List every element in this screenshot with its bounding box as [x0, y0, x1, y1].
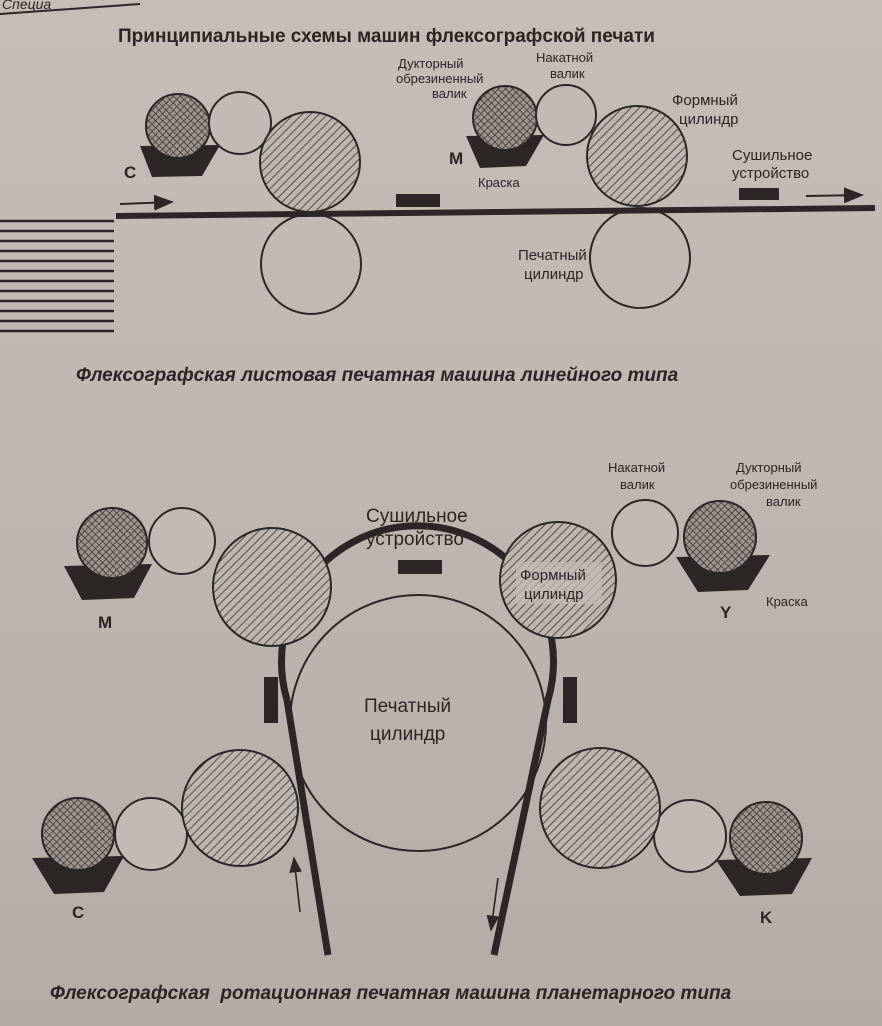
- plate-label-line2: цилиндр: [524, 586, 583, 603]
- planetary-machine-caption: Флексографская ротационная печатная маши…: [50, 983, 732, 1004]
- dryer-block: [563, 677, 577, 723]
- ductor-roller: [472, 85, 538, 151]
- impression-cylinder: [260, 213, 362, 315]
- plate-label-line2: цилиндр: [679, 111, 738, 128]
- anilox-label-line1: Накатной: [536, 50, 593, 65]
- unit-label-m: M: [98, 613, 112, 632]
- ductor-label-line3: валик: [432, 86, 467, 101]
- dryer-label-line1: Сушильное: [366, 506, 468, 527]
- impression-label-line2: цилиндр: [524, 266, 583, 283]
- anilox-label-line1: Накатной: [608, 460, 665, 475]
- sheet-stack: [0, 219, 114, 333]
- unit-label-k: K: [760, 908, 773, 927]
- unit-label-m: M: [449, 149, 463, 168]
- anilox-roller: [535, 84, 597, 146]
- impression-label-line2: цилиндр: [370, 724, 445, 745]
- exit-arrow-icon: [805, 187, 864, 204]
- dryer-label-line2: устройство: [732, 165, 809, 182]
- unit-label-c: C: [72, 903, 84, 922]
- sheet-unit-m: M: [449, 84, 691, 309]
- header-fragment: Специа: [2, 0, 51, 12]
- unit-label-c: C: [124, 163, 136, 182]
- ductor-roller: [41, 797, 115, 871]
- anilox-roller: [208, 91, 272, 155]
- dryer-block: [264, 677, 278, 723]
- anilox-roller: [148, 507, 216, 575]
- ductor-roller: [683, 500, 757, 574]
- impression-label-line1: Печатный: [518, 247, 587, 264]
- dryer-label-line2: устройство: [366, 529, 464, 550]
- sheet-machine-caption: Флексографская листовая печатная машина …: [76, 365, 679, 386]
- ductor-label-line3: валик: [766, 494, 801, 509]
- ductor-roller: [76, 507, 148, 579]
- impression-label-line1: Печатный: [364, 696, 451, 717]
- sheet-unit-c: C: [124, 91, 362, 315]
- plate-label-line1: Формный: [520, 567, 586, 584]
- anilox-label-line2: валик: [550, 66, 585, 81]
- anilox-roller: [114, 797, 188, 871]
- ductor-roller: [145, 93, 211, 159]
- dryer-block: [398, 560, 442, 574]
- plate-label-line1: Формный: [672, 92, 738, 109]
- central-impression-cylinder: [289, 594, 547, 852]
- ductor-label-line2: обрезиненный: [730, 477, 817, 492]
- plate-cylinder: [259, 111, 361, 213]
- anilox-roller: [653, 799, 727, 873]
- impression-cylinder: [589, 207, 691, 309]
- plate-label-backdrop: [516, 562, 602, 604]
- plate-cylinder: [212, 527, 332, 647]
- header-rule: [0, 3, 141, 15]
- ductor-roller: [729, 801, 803, 875]
- sheet-conveyor: [115, 205, 876, 219]
- plate-cylinder: [539, 747, 661, 869]
- planetary-unit-c: C: [32, 749, 299, 922]
- planetary-machine-diagram: M Y C K Сушильное устрой: [32, 460, 817, 1004]
- ink-label: Краска: [478, 175, 521, 190]
- anilox-roller: [611, 499, 679, 567]
- web-out-arrow-icon: [486, 877, 500, 932]
- dryer-block: [739, 188, 779, 200]
- sheet-machine-diagram: C M Дукторный обрезиненный валик Накатно…: [0, 50, 876, 386]
- planetary-unit-y: Y: [499, 499, 770, 639]
- ductor-label-line1: Дукторный: [398, 56, 463, 71]
- ductor-label-line1: Дукторный: [736, 460, 801, 475]
- ductor-label-line2: обрезиненный: [396, 71, 483, 86]
- ink-label: Краска: [766, 594, 809, 609]
- ink-tray: [32, 856, 124, 894]
- web-in-arrow-icon: [289, 856, 302, 913]
- anilox-label-line2: валик: [620, 477, 655, 492]
- dryer-block: [396, 194, 440, 207]
- unit-label-y: Y: [720, 603, 732, 622]
- plate-cylinder: [586, 105, 688, 207]
- dryer-label-line1: Сушильное: [732, 147, 812, 164]
- plate-cylinder: [181, 749, 299, 867]
- page-title: Принципиальные схемы машин флексографско…: [118, 26, 655, 47]
- planetary-unit-m: M: [64, 507, 332, 647]
- planetary-unit-k: K: [539, 747, 812, 927]
- feed-arrow-icon: [119, 194, 174, 211]
